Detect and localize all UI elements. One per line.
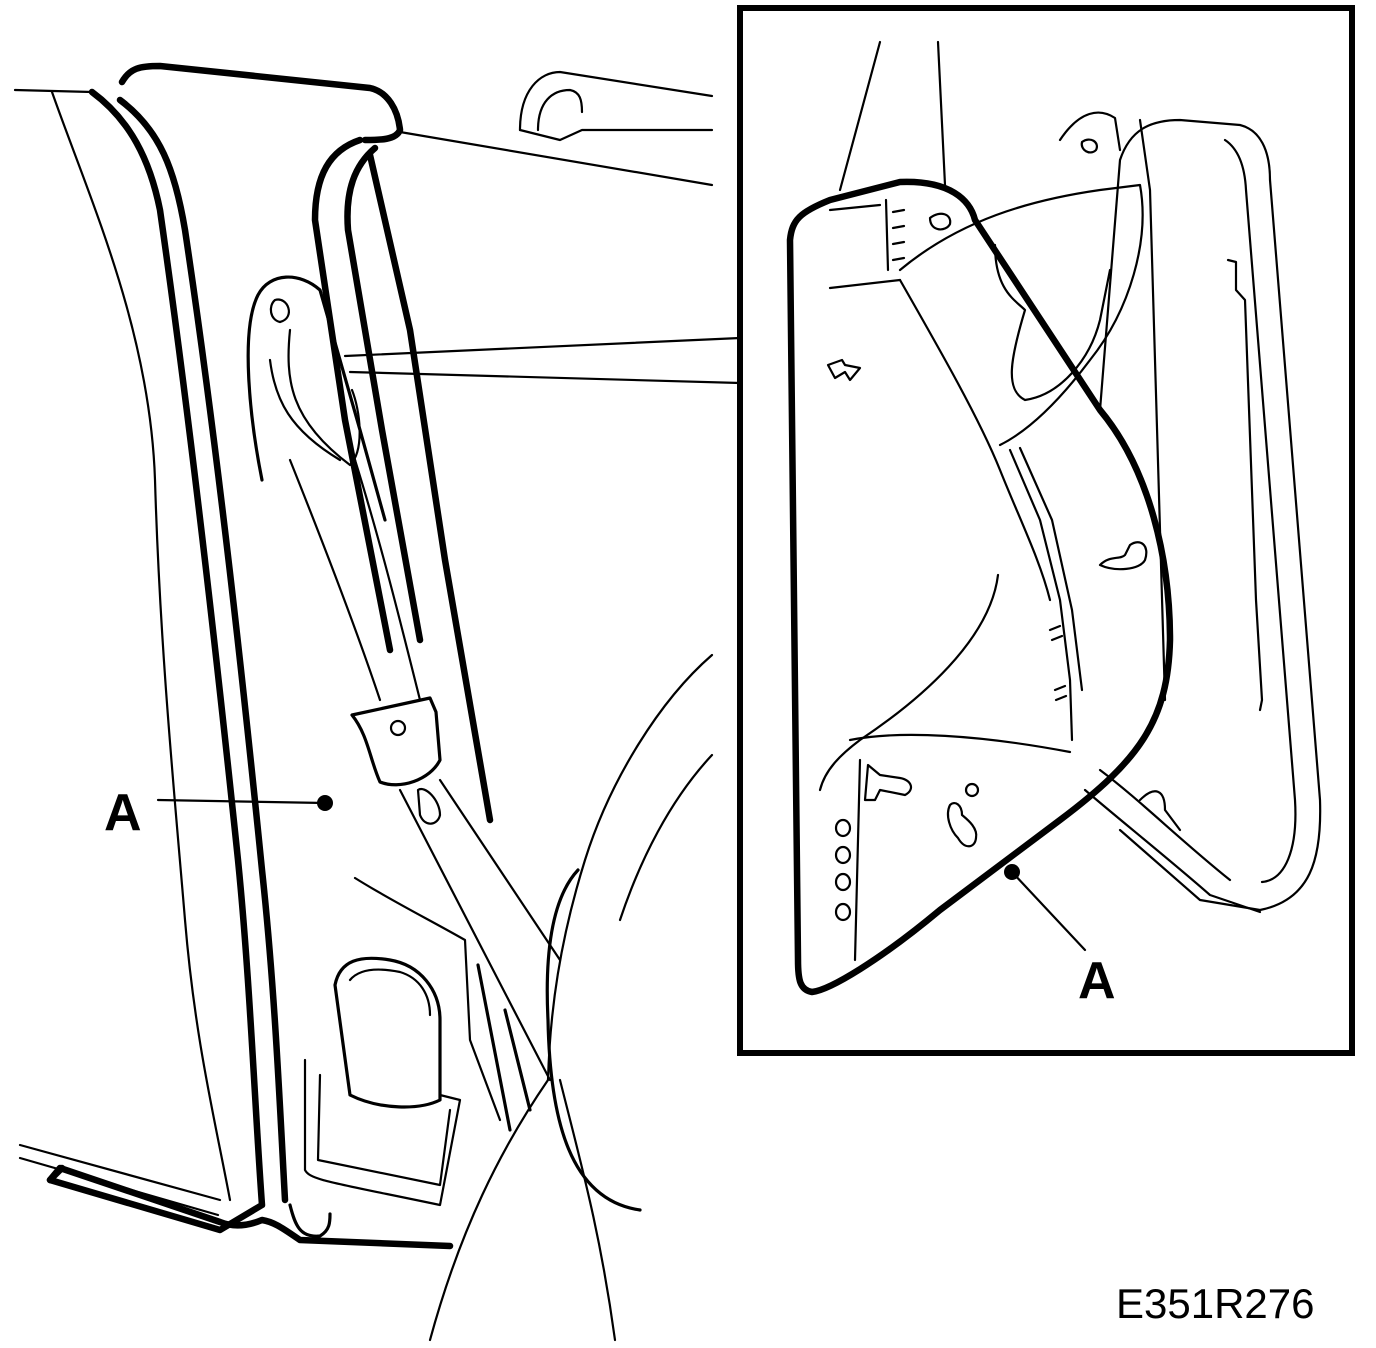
inset-trim-contour-1 bbox=[898, 278, 1052, 602]
inset-trim-top-line bbox=[828, 203, 882, 212]
inset-view: A bbox=[737, 5, 1355, 1056]
inset-slot-1 bbox=[834, 818, 852, 838]
belt-slot bbox=[416, 787, 442, 825]
inset-trim-channel-2 bbox=[1018, 446, 1084, 692]
lower-anchor-housing-outer bbox=[303, 1058, 462, 1207]
inset-lower-hole bbox=[964, 782, 980, 798]
lower-trim-edge bbox=[353, 876, 502, 1122]
inset-backing-inner-edge bbox=[1138, 118, 1167, 702]
belt-guide-outline bbox=[287, 328, 361, 467]
zoom-leader-lower bbox=[348, 370, 742, 385]
belt-webbing-lower-left bbox=[398, 788, 552, 1082]
seat-bolster bbox=[545, 868, 642, 1212]
inset-backing-top-corner bbox=[1058, 111, 1122, 152]
window-frame-line-1 bbox=[311, 136, 394, 654]
callout-dot-inset bbox=[1004, 864, 1020, 880]
sill-line-2 bbox=[18, 1156, 220, 1217]
seat-back-inner bbox=[618, 753, 714, 922]
sill-line-1 bbox=[18, 1143, 222, 1202]
inset-backing-bottom-1 bbox=[1083, 788, 1262, 914]
inset-backing-hole bbox=[1080, 138, 1098, 154]
belt-height-adjuster[interactable] bbox=[350, 696, 442, 787]
callout-dot-main bbox=[317, 795, 333, 811]
window-frame-line-3 bbox=[366, 151, 494, 824]
grab-handle-inner bbox=[536, 88, 584, 132]
callout-leader-inset bbox=[1010, 870, 1087, 952]
seat-cushion-edge bbox=[428, 1078, 550, 1342]
inset-backing-inner-line bbox=[1223, 138, 1297, 884]
roof-edge-line bbox=[13, 88, 94, 94]
inset-trim-contour-2 bbox=[818, 573, 1000, 792]
inset-frame bbox=[737, 5, 1355, 1056]
seat-back-outer bbox=[546, 653, 714, 1082]
callout-label-main: A bbox=[104, 784, 142, 842]
belt-anchor-cover[interactable] bbox=[333, 956, 442, 1109]
inset-pillar-line-2 bbox=[936, 40, 947, 187]
inset-keyhole-clip bbox=[946, 801, 978, 848]
inset-backing-clip bbox=[1138, 790, 1182, 832]
pillar-top-cap bbox=[118, 62, 404, 144]
inset-channel-ticks bbox=[1048, 624, 1068, 702]
inset-trim-contour-3 bbox=[848, 733, 1072, 754]
trim-screw-hole bbox=[269, 298, 290, 324]
lower-trim-seam-1 bbox=[476, 963, 512, 1132]
zoom-leader-upper bbox=[343, 336, 742, 358]
inset-trim-panel-outline bbox=[786, 178, 1174, 996]
inset-slot-2 bbox=[834, 845, 852, 865]
inset-backing-panel-outer bbox=[1098, 118, 1322, 912]
inset-slot-4 bbox=[834, 902, 852, 922]
belt-webbing-lower-right bbox=[438, 778, 562, 962]
inset-trim-cross-line bbox=[828, 278, 902, 290]
inset-trim-vertical bbox=[884, 198, 890, 272]
inset-slot-3 bbox=[834, 872, 852, 892]
floor-sill bbox=[46, 1164, 454, 1250]
inset-trim-channel-1 bbox=[1008, 448, 1074, 742]
figure-code: E351R276 bbox=[1116, 1280, 1315, 1327]
callout-label-inset: A bbox=[1078, 952, 1116, 1010]
grab-handle-bottom bbox=[518, 128, 714, 142]
inset-backing-step bbox=[1226, 258, 1264, 712]
callout-leader-main bbox=[156, 798, 327, 805]
b-pillar-trim-upper bbox=[246, 275, 387, 522]
belt-webbing-left bbox=[288, 458, 382, 702]
grab-handle-top bbox=[518, 70, 714, 132]
lower-trim-seam-2 bbox=[503, 1008, 532, 1112]
roof-line-right bbox=[398, 130, 714, 187]
inset-screw-hole bbox=[928, 212, 952, 231]
belt-guide-inner bbox=[268, 358, 342, 462]
door-frame-outer-line bbox=[50, 90, 232, 1202]
inset-clip-small bbox=[826, 358, 862, 382]
belt-webbing-right bbox=[353, 458, 422, 702]
inset-flap-curve bbox=[993, 243, 1112, 402]
inset-lower-left-edge bbox=[853, 758, 862, 962]
inset-trim-teeth bbox=[891, 208, 906, 262]
sill-clip bbox=[288, 1203, 332, 1238]
seat-side-edge bbox=[558, 1078, 617, 1342]
inset-pillar-line-1 bbox=[838, 40, 882, 192]
inset-backing-bottom-2 bbox=[1098, 768, 1232, 882]
inset-hook-clip bbox=[1098, 541, 1148, 571]
inset-lower-clip bbox=[863, 763, 913, 802]
anchor-cover-inner-line bbox=[348, 968, 432, 1017]
adjuster-bolt bbox=[389, 719, 407, 737]
pillar-seal-inner bbox=[116, 96, 289, 1204]
lower-anchor-housing-inner bbox=[316, 1073, 452, 1187]
main-view: A bbox=[13, 62, 714, 1342]
inset-upper-flap bbox=[898, 183, 1144, 447]
pillar-seal-outer bbox=[46, 88, 266, 1234]
